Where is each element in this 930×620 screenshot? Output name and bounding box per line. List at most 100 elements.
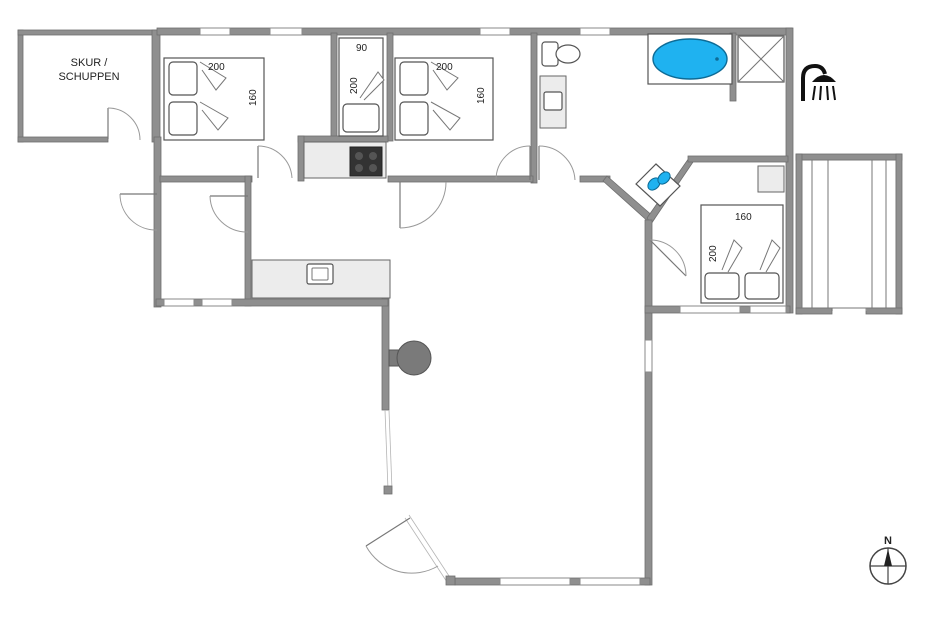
wood-stove (396, 340, 432, 376)
glass-wall (408, 514, 452, 580)
pillow (704, 272, 740, 300)
bed-width-label: 160 (735, 212, 752, 223)
bathtub-drain (715, 57, 719, 61)
living-wall-west (381, 297, 390, 411)
toilet-bowl (555, 44, 581, 64)
pillow (168, 61, 198, 96)
pillow (744, 272, 780, 300)
bed-length-label: 200 (349, 77, 360, 94)
corridor-wall-b (297, 135, 389, 143)
living-wall-east-upper (644, 219, 653, 341)
door-swing (399, 181, 447, 229)
stove-burner (369, 164, 377, 172)
annex-wall-west (795, 153, 803, 315)
bathroom (539, 33, 785, 193)
pillow (399, 101, 429, 136)
bed-width-label: 90 (356, 43, 368, 54)
compass-north-label: N (884, 535, 892, 547)
glass-post (445, 575, 456, 586)
window (199, 27, 231, 36)
duvet-fold (359, 71, 385, 101)
annex (801, 159, 897, 309)
partition-bed3-bath (530, 32, 538, 184)
door-leaf (649, 239, 687, 277)
annex-wall-south-b (865, 307, 903, 315)
duvet-fold (430, 61, 459, 91)
window (163, 298, 195, 307)
window (269, 27, 303, 36)
door-swing (538, 145, 576, 181)
bed-3: 200 160 (394, 57, 494, 141)
shed-label-line1: SKUR / (71, 57, 109, 69)
duvet-fold (430, 101, 461, 131)
shed-wall-north (17, 29, 161, 36)
stove (349, 146, 383, 177)
compass-icon: N (869, 535, 907, 585)
bed-length-label: 200 (708, 245, 719, 262)
cabinet (757, 165, 785, 193)
kitchen (251, 259, 391, 299)
pillow (399, 61, 429, 96)
sink (543, 91, 563, 111)
sink-basin (311, 267, 329, 281)
bed-width-label: 160 (248, 89, 259, 106)
window (579, 27, 611, 36)
bed-2: 90 200 (338, 37, 385, 137)
annex-room (801, 159, 897, 309)
window (479, 27, 511, 36)
shower-icon (801, 63, 836, 101)
annex-wall-south-a (795, 307, 833, 315)
door-swing (649, 239, 687, 277)
corridor-wall-a (159, 175, 253, 183)
shower-cross (737, 35, 785, 83)
kitchen-wall-south (155, 298, 389, 307)
living-wall-east (644, 371, 653, 586)
glass-post (383, 485, 393, 495)
stove-burner (355, 164, 363, 172)
glass-wall (404, 517, 448, 583)
door-swing (209, 195, 249, 233)
bed-length-label: 200 (436, 62, 453, 73)
annex-wall-north (795, 153, 903, 161)
duvet-fold (199, 61, 227, 91)
window (201, 298, 233, 307)
fireplace (388, 340, 432, 376)
door-swing (365, 545, 439, 574)
laundry (635, 163, 681, 207)
annex-wall-east (895, 153, 903, 315)
door-swing (257, 145, 293, 179)
stove-burner (369, 152, 377, 160)
corridor-wall-c (297, 135, 305, 182)
bed-4: 160 200 (700, 204, 784, 304)
shed-label-line2: SCHUPPEN (58, 71, 119, 83)
window (499, 577, 571, 586)
door-swing (119, 193, 158, 231)
duvet-fold (759, 239, 781, 273)
dryer-drum (657, 171, 671, 185)
bed-1: 200 160 (163, 57, 265, 141)
west-wall (153, 136, 162, 308)
window (644, 339, 653, 373)
window (579, 577, 641, 586)
pillow (342, 103, 380, 133)
shed-wall-east (151, 29, 161, 143)
corridor-wall-d (387, 175, 534, 183)
window (749, 305, 787, 314)
bed-width-label: 160 (476, 87, 487, 104)
shed-wall-west (17, 29, 24, 143)
partition-bed1-bed2 (330, 32, 338, 142)
glass-wall (384, 409, 389, 491)
bed4-wall-north (687, 155, 789, 163)
east-wall (785, 27, 794, 314)
stove-burner (355, 152, 363, 160)
windows (163, 27, 787, 586)
door-swing (107, 107, 141, 141)
partition-bed2-bed3 (386, 32, 394, 142)
window (679, 305, 741, 314)
pillow (168, 101, 198, 136)
door-leaf (365, 517, 411, 547)
bathtub (652, 38, 728, 80)
duvet-fold (199, 101, 229, 131)
shed-wall-south (17, 136, 109, 143)
